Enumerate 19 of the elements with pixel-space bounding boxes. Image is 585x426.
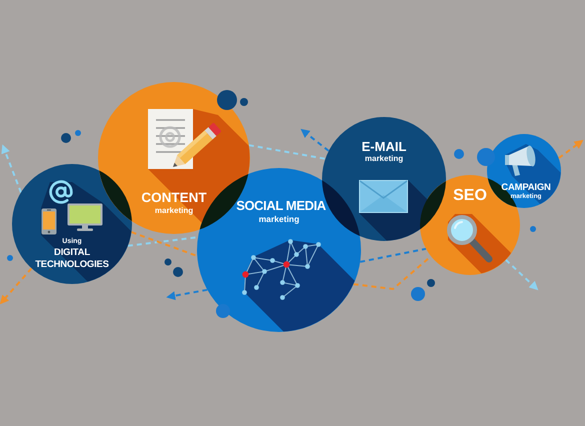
dashed-arrow bbox=[1, 144, 22, 193]
dashed-arrow bbox=[300, 128, 330, 152]
dashed-arrow bbox=[505, 259, 538, 290]
title-label: SOCIAL MEDIA bbox=[236, 198, 326, 214]
subtitle-label: marketing bbox=[364, 154, 404, 164]
dashed-arrow bbox=[558, 140, 584, 159]
dashed-arrow bbox=[0, 268, 32, 304]
title-label: DIGITAL TECHNOLOGIES bbox=[35, 247, 109, 271]
dashed-line bbox=[131, 231, 198, 257]
dashed-arrow bbox=[166, 288, 208, 300]
title-label: CONTENT bbox=[141, 190, 207, 206]
dashed-line bbox=[248, 144, 326, 160]
subtitle-label: marketing bbox=[154, 206, 194, 216]
title-label: SEO bbox=[453, 187, 487, 205]
dashed-line bbox=[128, 236, 198, 247]
dashed-line bbox=[360, 248, 426, 263]
subtitle-label: marketing bbox=[258, 214, 300, 224]
title-label: CAMPAIGN bbox=[501, 182, 551, 193]
title-label: E-MAIL bbox=[362, 139, 406, 154]
